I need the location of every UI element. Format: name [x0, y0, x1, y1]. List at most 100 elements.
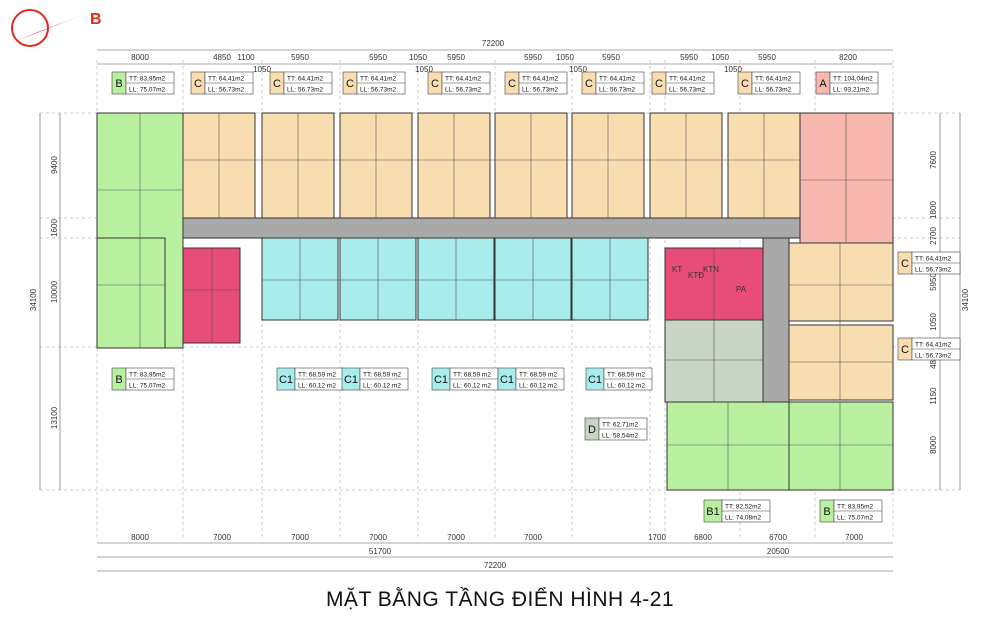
core-label-ktn: KTN — [703, 265, 719, 274]
unit-a — [799, 112, 894, 244]
dim-right-seg: 5950 — [929, 273, 938, 291]
dim-left-seg: 9400 — [50, 156, 59, 174]
dim-top-minor: 1100 — [237, 53, 255, 62]
dim-bottom-major: 6700 — [769, 533, 787, 542]
unit-tag-usable-area: LL: 93,21m2 — [833, 87, 870, 94]
unit-tag-letter: C — [741, 78, 749, 90]
unit-tag-letter: C1 — [434, 374, 448, 386]
unit-tag-usable-area: LL: 60,12 m2 — [519, 383, 557, 390]
unit-tag-total-area: TT: 68,59 m2 — [298, 372, 336, 379]
unit-tag-usable-area: LL: 56,73m2 — [360, 87, 397, 94]
unit-tag-usable-area: LL: 58,54m2 — [602, 433, 639, 440]
unit-tag-usable-area: LL: 60,12 m2 — [363, 383, 401, 390]
unit-tag-letter: C — [273, 78, 281, 90]
dim-top-total: 72200 — [482, 39, 505, 48]
dim-bottom-major: 7000 — [447, 533, 465, 542]
unit-b-left-lower — [96, 237, 166, 349]
unit-tag-letter: C1 — [279, 374, 293, 386]
logo-arrow — [14, 16, 80, 42]
corridor-horizontal — [164, 217, 808, 239]
dim-right-seg: 1150 — [929, 387, 938, 405]
dim-top-minor: 1050 — [724, 65, 742, 74]
dim-top-minor: 1050 — [711, 53, 729, 62]
unit-tag-letter: C1 — [588, 374, 602, 386]
dim-top-major: 8000 — [131, 53, 149, 62]
page-title: MẶT BẰNG TẦNG ĐIỂN HÌNH 4-21 — [325, 588, 675, 611]
unit-tag-usable-area: LL: 75,07m2 — [129, 87, 166, 94]
dim-bottom-total: 72200 — [484, 561, 507, 570]
dimension-lines — [39, 49, 961, 572]
unit-tag-letter: B — [115, 78, 122, 90]
corridor-vertical — [762, 237, 790, 417]
dim-top-minor: 1050 — [409, 53, 427, 62]
dim-bottom-major: 7000 — [369, 533, 387, 542]
dim-bottom-major: 7000 — [213, 533, 231, 542]
dim-right-total: 34100 — [961, 288, 970, 311]
unit-tag-total-area: TT: 64,41m2 — [522, 76, 559, 83]
unit-tag-letter: C — [431, 78, 439, 90]
dim-right-seg: 2700 — [929, 227, 938, 245]
unit-tag-total-area: TT: 64,41m2 — [599, 76, 636, 83]
dim-top-minor: 1050 — [569, 65, 587, 74]
dim-left-seg: 13100 — [50, 406, 59, 429]
core-labels: KT KTĐ KTN PA — [672, 265, 747, 294]
unit-b-bottomright — [788, 401, 894, 491]
dim-top-major: 8200 — [839, 53, 857, 62]
unit-tag-total-area: TT: 64,41m2 — [669, 76, 706, 83]
logo: B — [8, 6, 108, 50]
unit-tag-usable-area: LL: 56,73m2 — [208, 87, 245, 94]
dim-bottom-major: 7000 — [524, 533, 542, 542]
dim-right-seg: 7600 — [929, 151, 938, 169]
unit-tag-usable-area: LL: 56,73m2 — [287, 87, 324, 94]
dim-left-seg: 10000 — [50, 280, 59, 303]
unit-tag-letter: C — [655, 78, 663, 90]
dim-top-major: 5950 — [524, 53, 542, 62]
logo-letter: B — [90, 11, 102, 28]
dim-bottom-major: 8000 — [131, 533, 149, 542]
dim-top-minor: 1050 — [415, 65, 433, 74]
unit-tag-usable-area: LL: 56,73m2 — [915, 353, 952, 360]
unit-tag-letter: D — [588, 424, 596, 436]
unit-tag-letter: C — [585, 78, 593, 90]
unit-tag-letter: C — [901, 258, 909, 270]
dims-bottom: 8000 7000 7000 7000 7000 7000 1700 6800 … — [131, 533, 863, 570]
dims-right: 34100 7600 1800 2700 5950 1050 4800 1150… — [929, 151, 970, 454]
unit-tag-letter: B — [115, 374, 122, 386]
unit-tag: C1 TT: 68,59 m2 LL: 60,12 m2 — [431, 367, 499, 391]
dims-top: 72200 8000 4850 5950 5950 5950 5950 5950… — [131, 39, 857, 74]
unit-tag-usable-area: LL: 75,07m2 — [129, 383, 166, 390]
unit-c-right-2 — [788, 324, 894, 401]
dim-right-seg: 1050 — [929, 313, 938, 331]
unit-tag-total-area: TT: 68,59 m2 — [363, 372, 401, 379]
unit-tag-total-area: TT: 68,59 m2 — [453, 372, 491, 379]
unit-tag-letter: A — [819, 78, 827, 90]
room-partitions — [97, 113, 893, 490]
dim-top-major: 5950 — [680, 53, 698, 62]
dim-bottom-sub: 20500 — [767, 547, 790, 556]
core-label-ktd: KTĐ — [688, 271, 704, 280]
unit-tag-usable-area: LL: 60,12 m2 — [453, 383, 491, 390]
unit-tag-usable-area: LL: 56,73m2 — [445, 87, 482, 94]
unit-tag-total-area: TT: 83,95m2 — [129, 372, 166, 379]
unit-tag-total-area: TT: 64,41m2 — [445, 76, 482, 83]
unit-tag-usable-area: LL: 56,73m2 — [522, 87, 559, 94]
dim-top-major: 5950 — [291, 53, 309, 62]
unit-tag-total-area: TT: 64,41m2 — [287, 76, 324, 83]
unit-tag-letter: C — [346, 78, 354, 90]
dim-left-total: 34100 — [29, 288, 38, 311]
unit-tag-letter: C1 — [500, 374, 514, 386]
